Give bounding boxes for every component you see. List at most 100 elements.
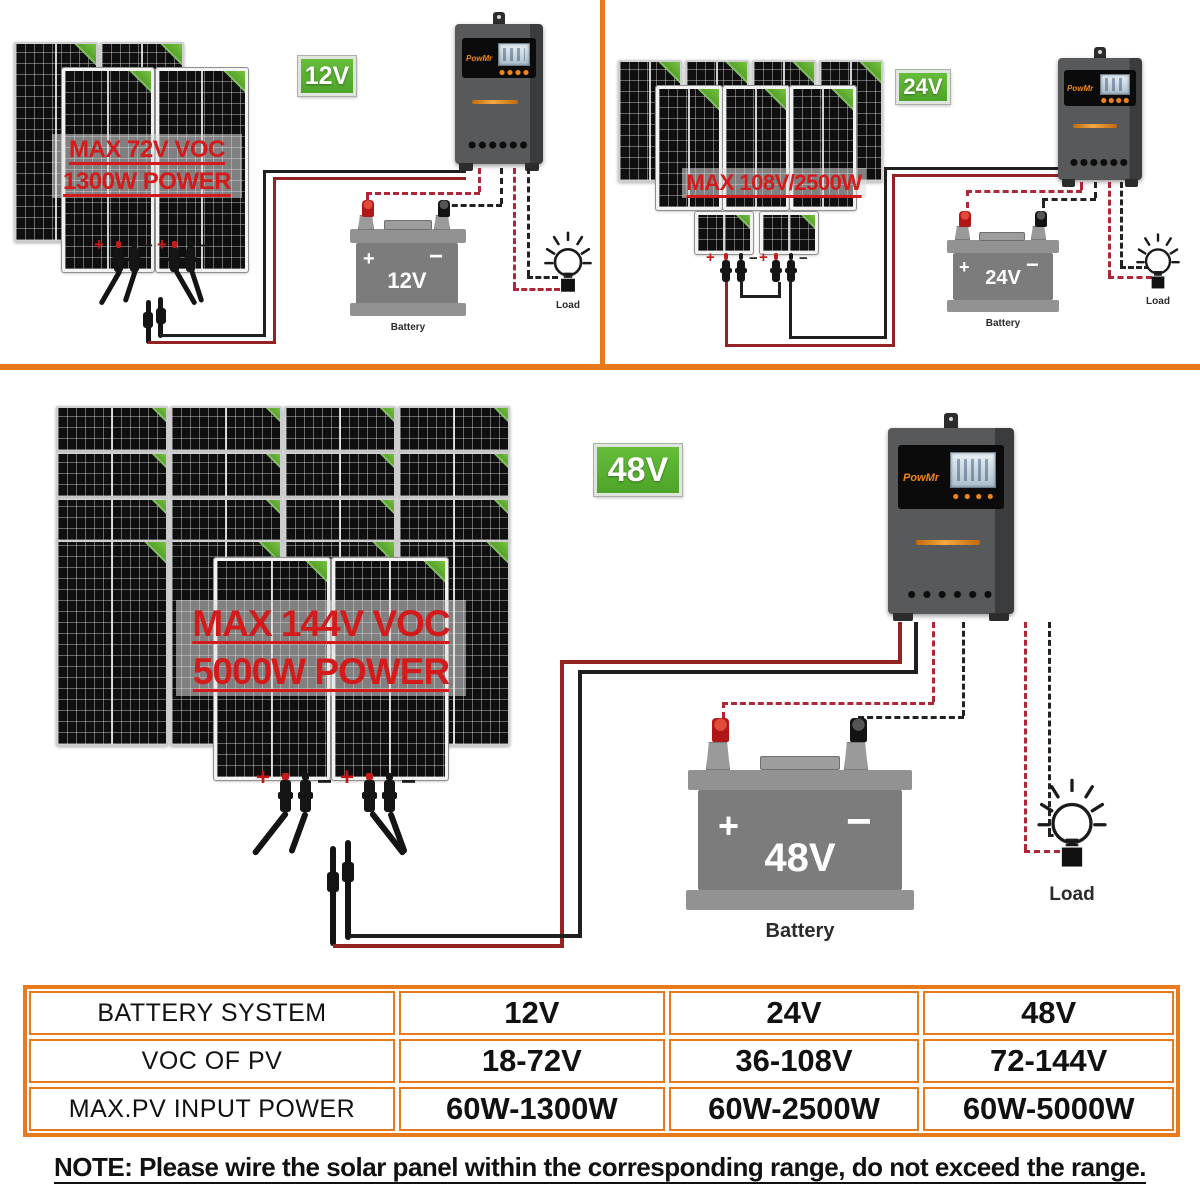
note-text: NOTE: Please wire the solar panel within… [53,1152,1147,1182]
battery-bottom-bar [350,303,466,316]
pv-negative-wire-segment [789,336,887,339]
battery-terminal-post [955,226,970,240]
battery-negative-wire-segment [500,168,503,204]
pv-cable [251,810,290,857]
spec-table-cell: 60W-5000W [923,1087,1174,1131]
solar-panel [56,540,168,746]
battery-minus-sign: − [1026,252,1039,277]
controller-ports [467,140,529,150]
mc4-connector [785,253,797,282]
load-bulb-icon [1037,778,1107,867]
battery-terminal-post [706,742,730,770]
controller-brand-logo: PowMr [466,54,493,63]
load-negative-wire-segment [1048,834,1062,837]
battery-positive-wire-segment [478,168,481,192]
mc4-connector [720,253,732,282]
controller-display-panel: PowMr [462,38,536,78]
section-divider-vertical [600,0,605,369]
max-voc-text: MAX 108V/2500W [686,170,862,195]
panel-grid [58,454,166,496]
spec-table-cell: 48V [923,991,1174,1035]
polarity-minus-marker: − [317,766,333,796]
battery-bottom-bar [947,300,1059,312]
battery-caption: Battery [985,318,1021,329]
polarity-minus-marker: − [749,250,758,267]
controller-brand-logo: PowMr [1067,84,1094,93]
controller-display-panel: PowMr [898,445,1004,509]
load-negative-wire-segment [527,276,558,279]
voltage-badge-48v: 48V [593,443,683,497]
polarity-minus-marker: − [401,766,417,796]
battery-positive-wire-segment [1080,182,1083,190]
inline-connector [156,308,166,324]
solar-panel [284,406,396,452]
spec-table-cell: MAX.PV INPUT POWER [29,1087,395,1131]
charge-controller: PowMr [455,12,543,171]
inline-connector [143,312,153,328]
controller-foot [1062,179,1075,187]
max-rating-label-12v: MAX 72V VOC 1300W POWER [52,134,242,198]
controller-mount-tab [944,413,958,428]
panel-grid [58,500,166,540]
mc4-connector [770,253,782,282]
battery-plus-sign: + [718,805,740,846]
max-voc-text: MAX 144V VOC [192,603,450,644]
controller-label-strip [916,540,980,545]
pv-negative-wire-segment [263,170,466,173]
pv-positive-wire-segment [560,660,902,664]
pv-cable [98,268,123,306]
solar-panel [694,211,754,255]
controller-foot [525,163,539,171]
polarity-plus-marker: + [94,235,104,254]
panel-grid [58,542,166,744]
controller-foot [893,613,913,621]
solar-panel [398,498,510,542]
max-voc-text: MAX 72V VOC [69,136,225,163]
pv-positive-wire-segment [898,622,902,664]
pv-negative-wire-segment [263,170,266,337]
pv-positive-wire-segment [892,174,1062,177]
panel-grid [400,454,508,496]
controller-mount-tab [493,12,505,24]
inline-connector [327,872,339,892]
battery-positive-wire-segment [366,192,480,195]
load-negative-wire-segment [1120,266,1150,269]
controller-label-strip [1073,124,1117,128]
battery-plus-sign: + [959,257,970,277]
series-jumper-wire [740,295,781,298]
controller-lcd-screen [950,452,996,488]
battery-terminal-post [1031,226,1046,240]
panel-grid [172,500,280,540]
mc4-connector [362,773,377,812]
battery-handle [760,756,840,770]
polarity-minus-marker: − [143,236,153,255]
panel-grid [286,408,394,450]
load-positive-wire-segment [1108,276,1152,279]
spec-table-cell: 18-72V [398,1039,665,1083]
pv-positive-wire-segment [725,344,895,347]
mc4-connector [735,253,747,282]
pv-positive-wire-segment [560,660,564,948]
controller-ports [904,588,996,601]
controller-lcd-screen [1100,74,1130,95]
mc4-connector [184,241,197,272]
load-bulb-icon [544,231,592,292]
pv-positive-wire-segment [333,944,564,948]
panel-grid [58,408,166,450]
pv-negative-wire-segment [789,282,792,336]
battery-terminal-post [844,742,868,770]
pv-cable [345,840,351,940]
battery-positive-wire-segment [966,190,1082,193]
positive-clamp [712,718,729,742]
battery-handle [384,220,432,230]
pv-cable [122,269,138,304]
load-positive-wire-segment [513,288,560,291]
solar-panel [759,211,819,255]
pv-negative-wire-segment [884,167,887,339]
panel-grid [172,454,280,496]
battery-terminal-post [358,215,374,230]
pv-cable [288,810,309,855]
polarity-minus-marker: − [799,250,808,267]
load-negative-wire-segment [527,168,530,276]
